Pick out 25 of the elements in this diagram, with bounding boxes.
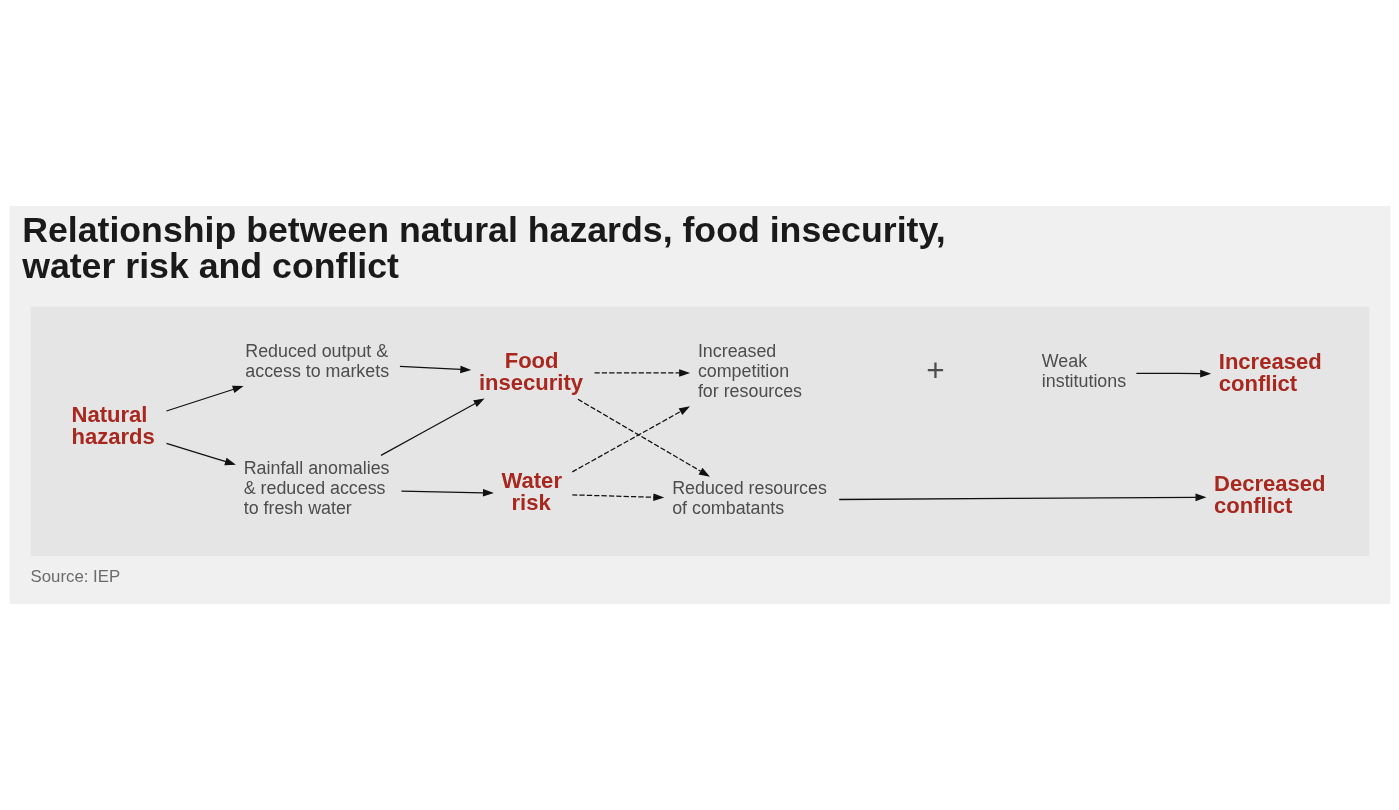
arrow bbox=[379, 398, 485, 456]
caption: Source: IEP bbox=[30, 566, 120, 586]
arrow bbox=[165, 385, 244, 412]
arrow bbox=[838, 493, 1206, 502]
node-text: Increased competition for resources bbox=[697, 341, 802, 402]
arrow bbox=[593, 369, 690, 377]
cluster bbox=[30, 306, 1369, 556]
node-text: Food insecurity bbox=[478, 347, 583, 395]
arrow bbox=[1135, 369, 1211, 378]
arrow bbox=[165, 442, 236, 466]
arrow bbox=[400, 488, 494, 497]
node-text: Natural hazards bbox=[71, 402, 155, 450]
node-text: Reduced output & access to markets bbox=[244, 340, 389, 381]
node-text: Increased conflict bbox=[1218, 348, 1322, 396]
node-text: Weak institutions bbox=[1041, 351, 1126, 392]
node-text: Water risk bbox=[501, 468, 562, 516]
arrow bbox=[576, 398, 710, 477]
node-text: Rainfall anomalies & reduced access to fresh water bbox=[243, 457, 390, 518]
arrow bbox=[571, 493, 664, 502]
node-text: Decreased conflict bbox=[1213, 471, 1326, 519]
diagram-title: Relationship between natural hazards, food insecurity, water risk and conflict bbox=[21, 209, 946, 286]
node-text: Reduced resources of combatants bbox=[671, 478, 827, 519]
arrow bbox=[571, 406, 690, 473]
arrow bbox=[398, 365, 471, 374]
label: + bbox=[925, 351, 945, 388]
